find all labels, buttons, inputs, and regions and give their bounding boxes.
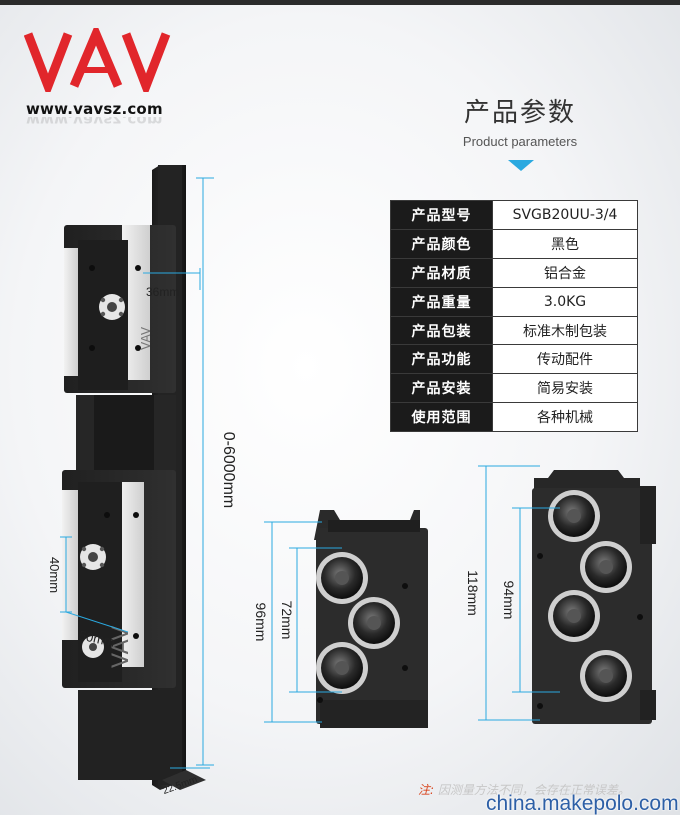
spec-label: 产品颜色 — [390, 228, 493, 259]
watermark: china.makepolo.com — [486, 792, 679, 815]
hole-height-label: 40mm — [47, 557, 62, 593]
small-block-spacing-label: 72mm — [279, 601, 295, 640]
vav-logo — [24, 28, 171, 92]
down-arrow-icon — [508, 160, 534, 171]
lower-carriage: VAV — [62, 470, 176, 688]
page-subtitle: Product parameters — [462, 134, 578, 149]
spec-label: 产品包装 — [390, 315, 493, 346]
page-title: 产品参数 — [463, 98, 576, 128]
note-mark: 注: — [418, 783, 435, 797]
spec-value: 各种机械 — [492, 402, 638, 433]
spec-row: 产品安装简易安装 — [390, 373, 638, 404]
spec-value: 黑色 — [492, 228, 638, 259]
spec-value: 传动配件 — [492, 344, 638, 375]
spec-value: SVGB20UU-3/4 — [492, 200, 638, 230]
spec-row: 产品包装标准木制包装 — [390, 315, 638, 346]
spec-label: 使用范围 — [390, 402, 493, 433]
logo-url: www.vavsz.com — [26, 100, 163, 118]
spec-value: 标准木制包装 — [492, 315, 638, 346]
spec-label: 产品型号 — [390, 200, 493, 230]
spec-label: 产品功能 — [390, 344, 493, 375]
note-text: 因测量方法不同，会存在正常误差。 — [437, 783, 630, 797]
spec-value: 铝合金 — [492, 257, 638, 288]
measurement-note: 注: 因测量方法不同，会存在正常误差。 — [418, 781, 680, 798]
spec-value: 3.0KG — [492, 286, 638, 317]
slot-width-label: 36mm — [146, 285, 179, 299]
spec-row: 使用范围各种机械 — [390, 402, 638, 433]
hole-spacing-label: 50mm — [78, 628, 116, 650]
upper-carriage: VAV — [64, 225, 176, 393]
spec-row: 产品材质铝合金 — [390, 257, 638, 288]
spec-row: 产品功能传动配件 — [390, 344, 638, 375]
svg-text:VAV: VAV — [139, 326, 153, 350]
spec-label: 产品重量 — [390, 286, 493, 317]
small-block-height-label: 96mm — [253, 603, 269, 642]
spec-row: 产品颜色黑色 — [390, 228, 638, 259]
small-roller-block — [314, 510, 428, 728]
large-block-height-label: 118mm — [465, 570, 481, 616]
large-roller-block — [532, 470, 656, 724]
rail-length-label: 0-6000mm — [220, 432, 237, 508]
spec-label: 产品安装 — [390, 373, 493, 404]
large-block-spacing-label: 94mm — [501, 581, 517, 620]
top-bar — [0, 0, 680, 5]
svg-text:VAV: VAV — [109, 626, 134, 668]
spec-value: 简易安装 — [492, 373, 638, 404]
